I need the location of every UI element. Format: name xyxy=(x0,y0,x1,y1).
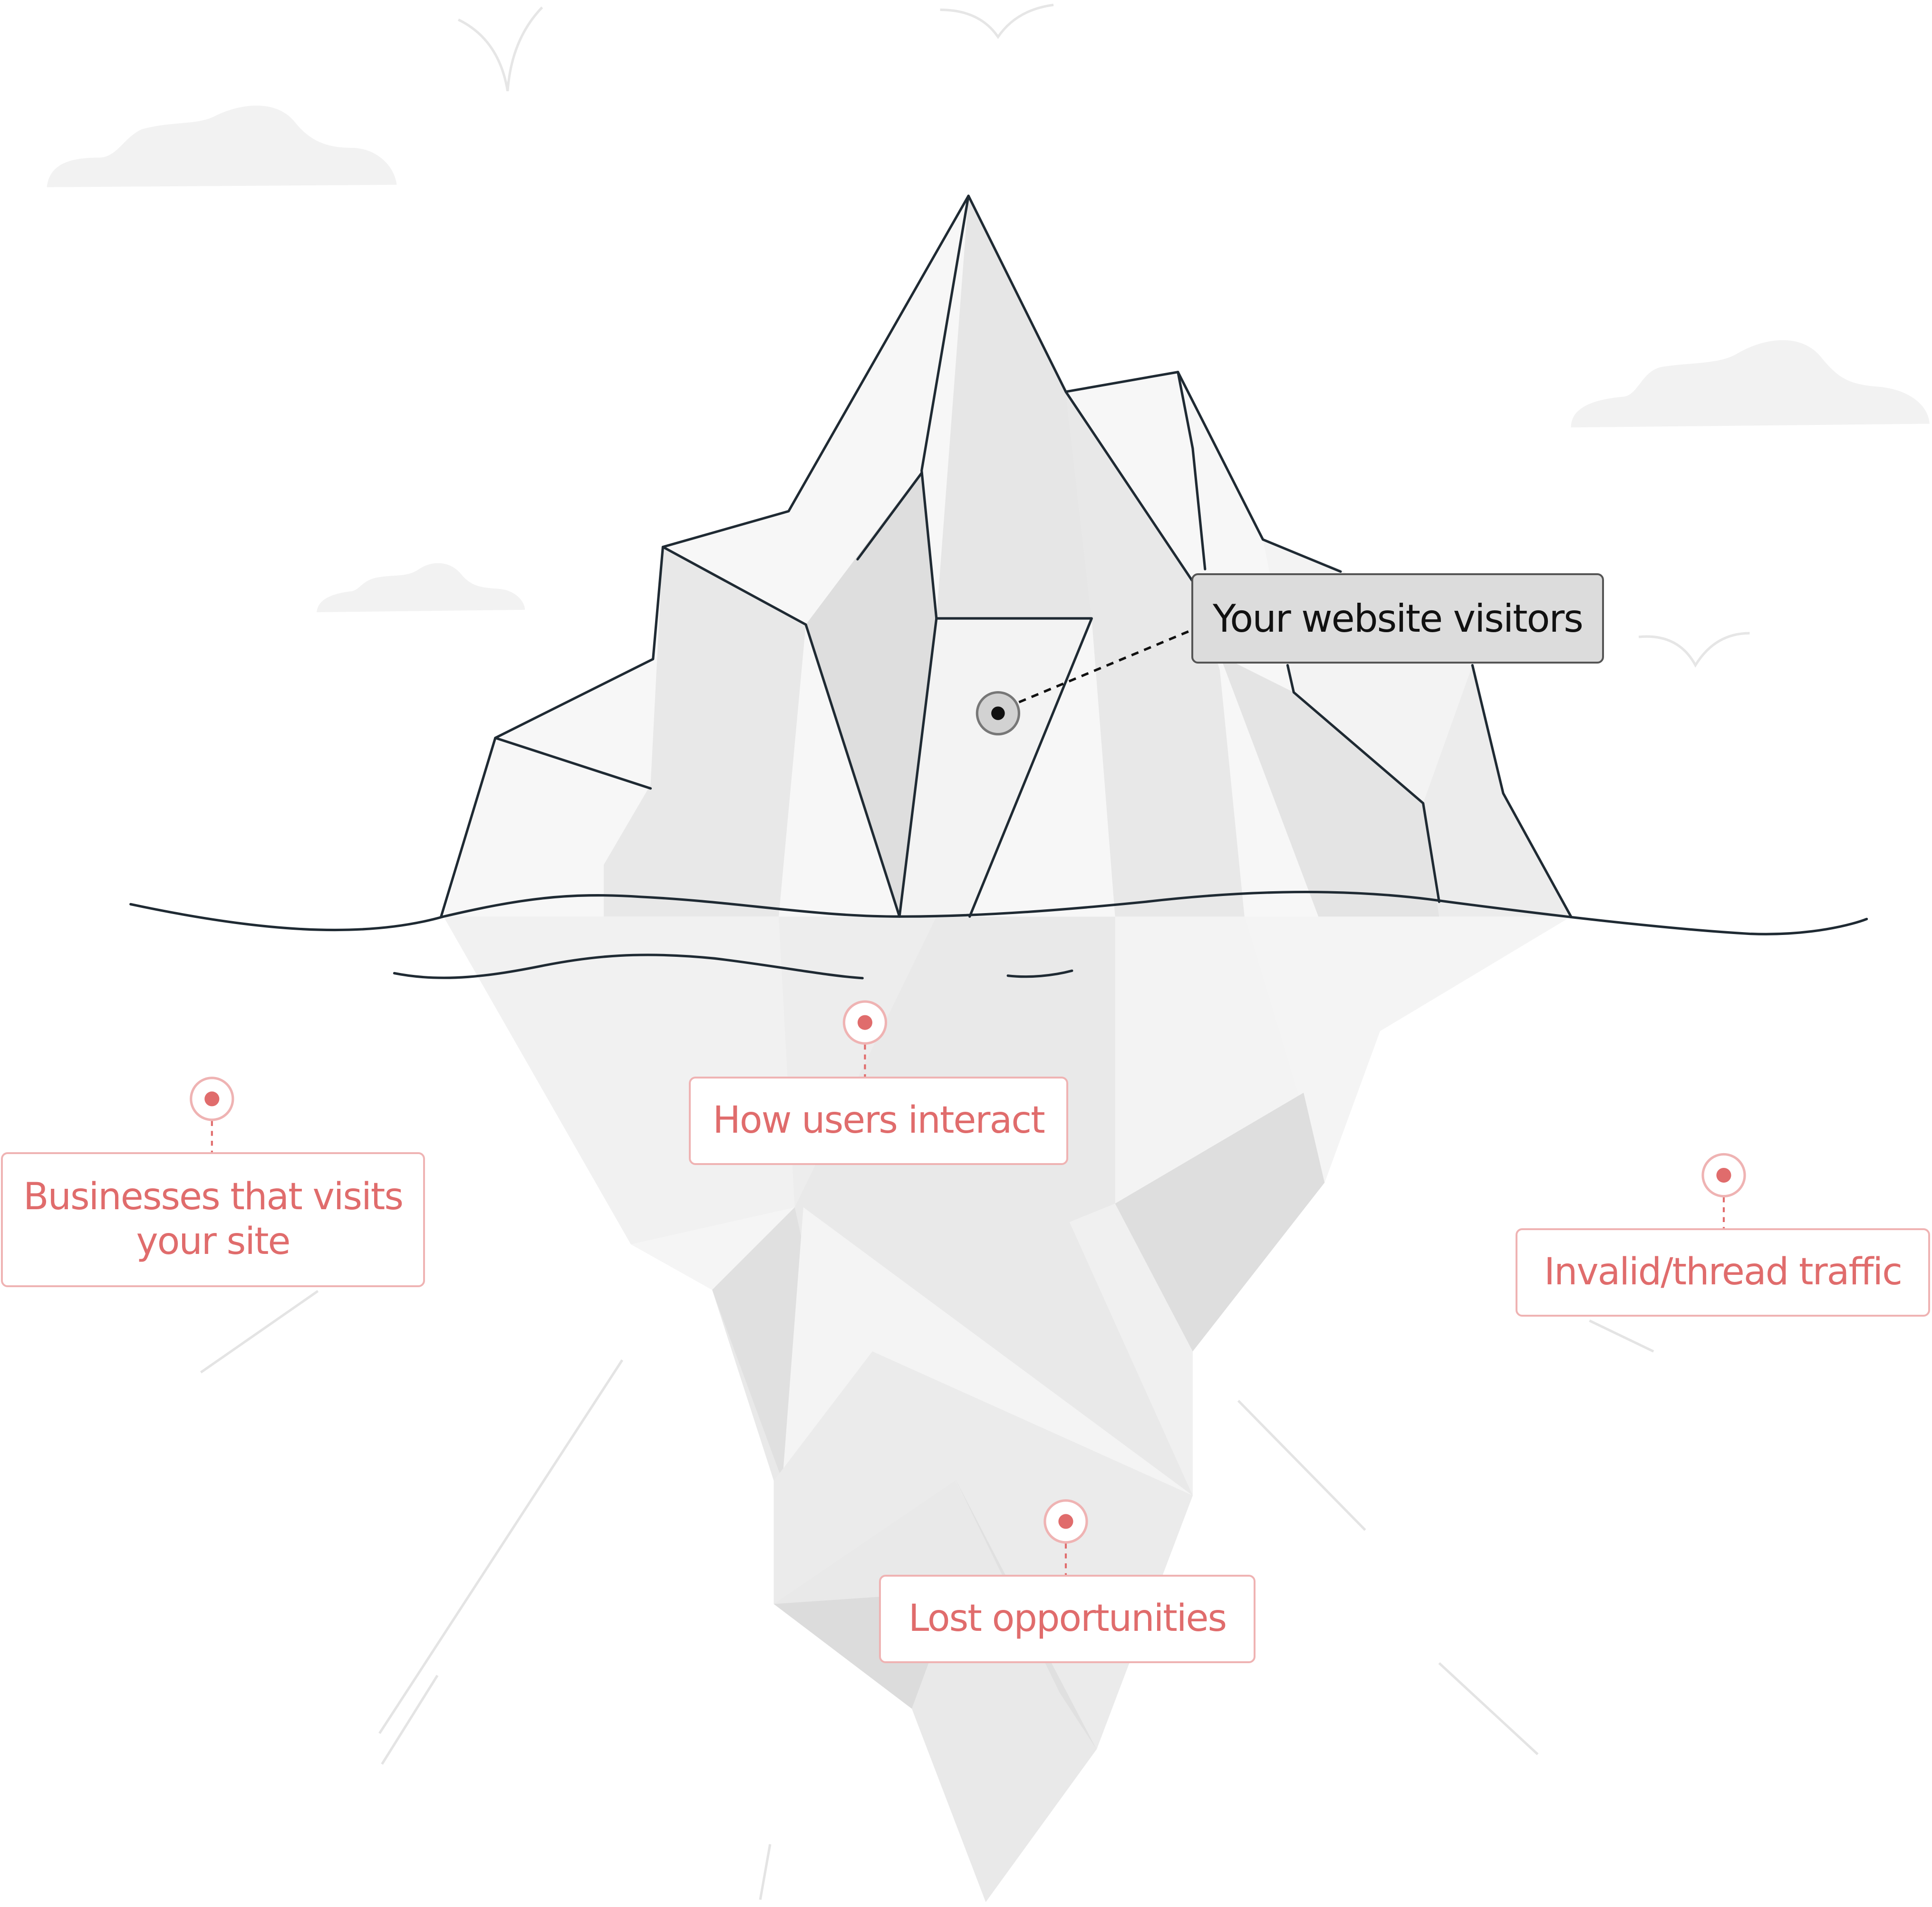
callout-label: Lost opportunities xyxy=(908,1597,1226,1641)
marker-invalid-traffic xyxy=(1703,1154,1745,1232)
light-ray xyxy=(1439,1663,1537,1754)
callout-label: Your website visitors xyxy=(1213,597,1583,641)
callout-invalid-traffic: Invalid/thread traffic xyxy=(1516,1228,1930,1317)
iceberg-tip xyxy=(444,196,1571,916)
callout-how-users-interact: How users interact xyxy=(689,1077,1068,1165)
marker-businesses xyxy=(191,1078,233,1156)
light-ray xyxy=(379,1360,622,1733)
marker-dot xyxy=(1058,1514,1073,1529)
callout-your-website-visitors: Your website visitors xyxy=(1191,573,1604,664)
marker-dot xyxy=(1716,1168,1731,1183)
marker-dot xyxy=(858,1015,872,1030)
bird-icon xyxy=(458,7,542,91)
callout-label: Businesses that visits your site xyxy=(12,1175,414,1264)
iceberg-submerged xyxy=(444,916,1571,1902)
light-ray xyxy=(201,1291,318,1372)
light-ray xyxy=(1589,1320,1653,1351)
callout-lost-opportunities: Lost opportunities xyxy=(879,1575,1256,1663)
callout-businesses: Businesses that visits your site xyxy=(1,1152,425,1287)
marker-dot xyxy=(991,706,1005,720)
light-ray xyxy=(1238,1401,1365,1530)
light-ray xyxy=(760,1844,770,1900)
callout-label: How users interact xyxy=(713,1098,1044,1143)
bird-icon xyxy=(1639,633,1749,665)
cloud-icon xyxy=(1571,340,1930,428)
cloud-icon xyxy=(47,106,396,187)
marker-dot xyxy=(204,1091,219,1106)
bird-icon xyxy=(940,5,1053,37)
callout-label: Invalid/thread traffic xyxy=(1544,1250,1902,1295)
cloud-icon xyxy=(317,563,525,612)
